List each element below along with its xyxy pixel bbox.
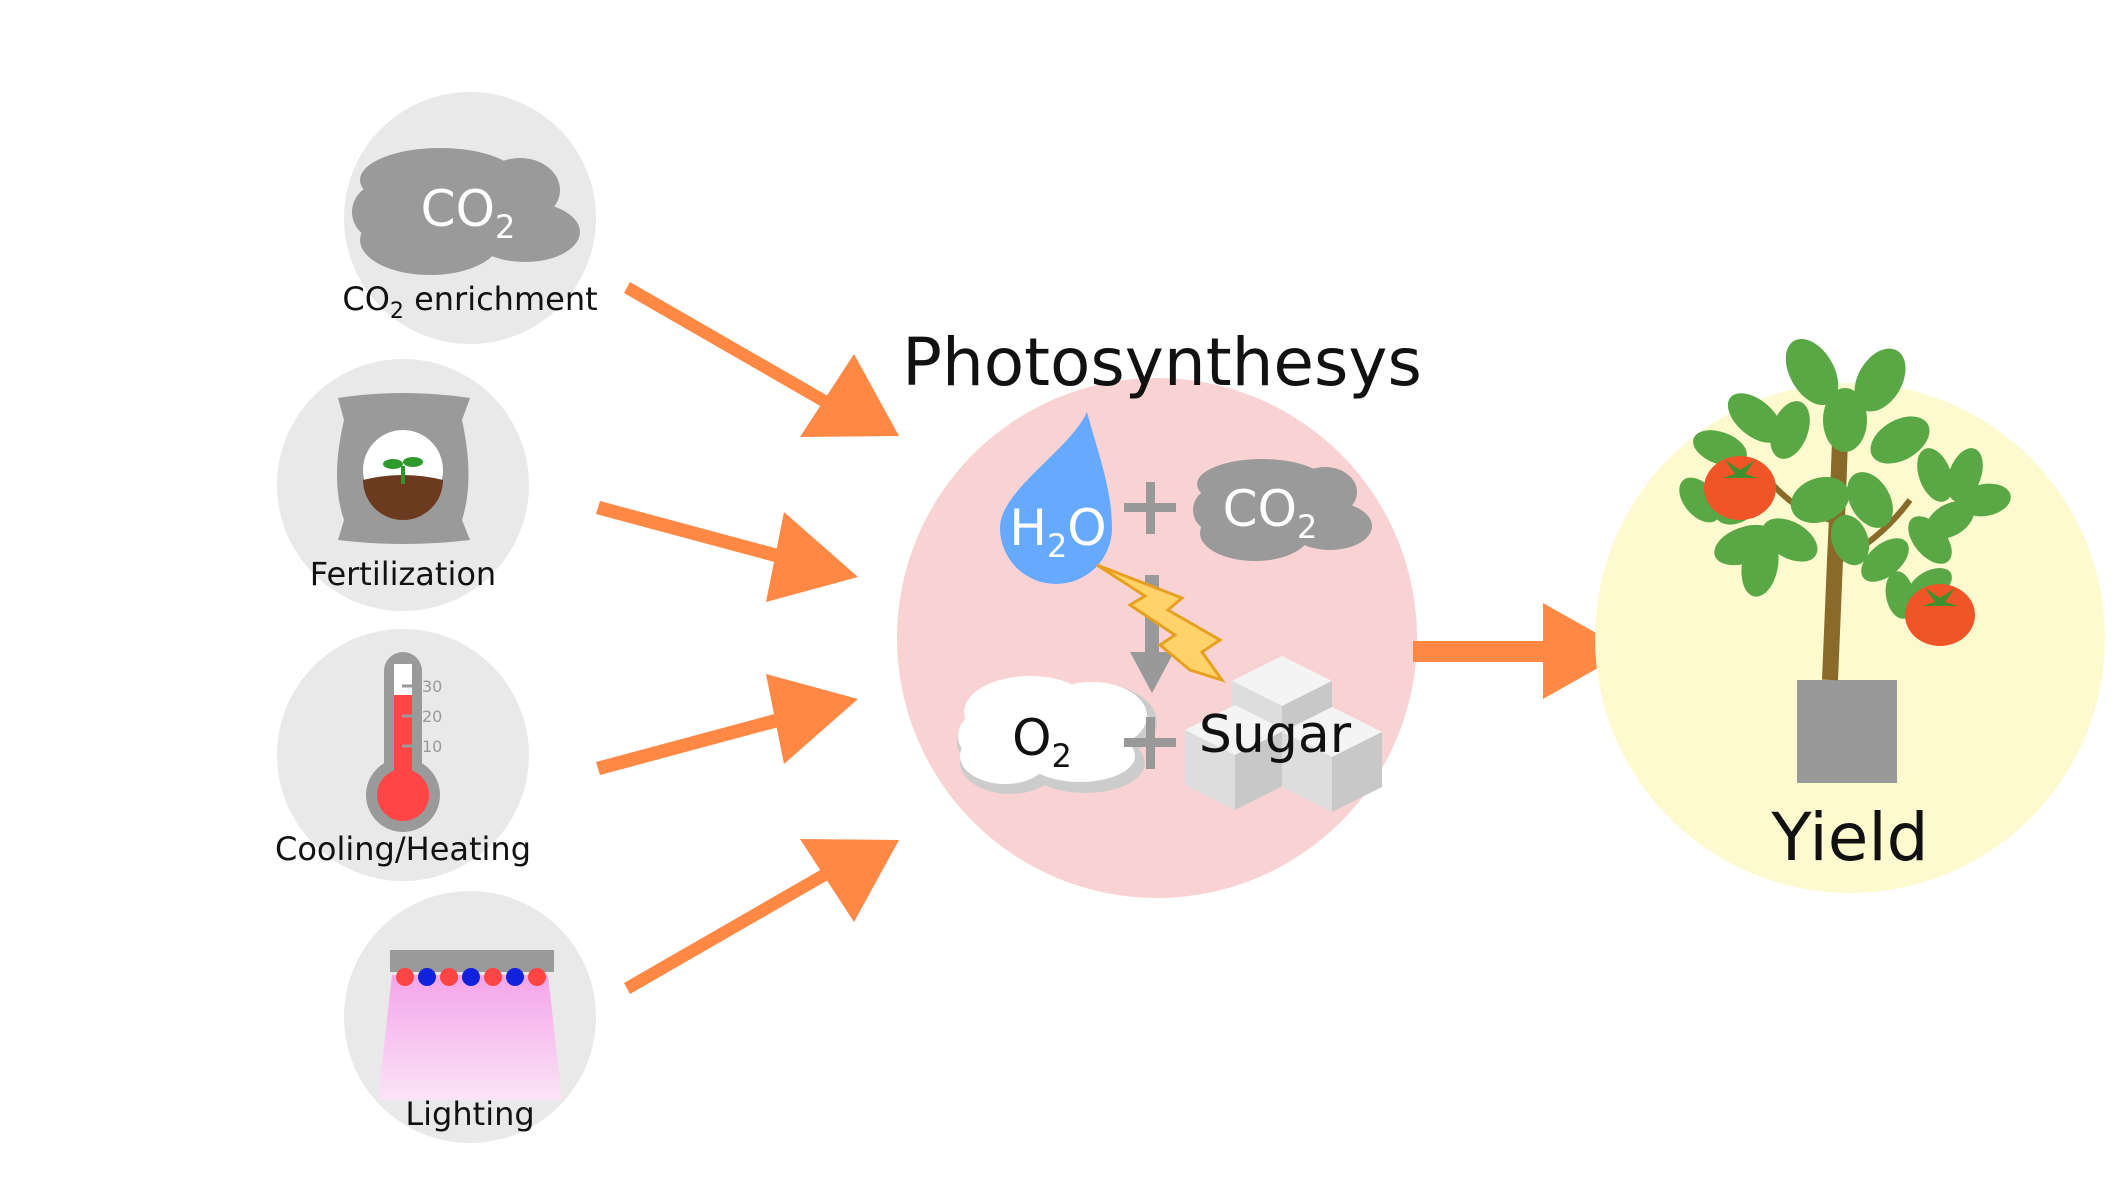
water-drop-icon — [1000, 412, 1112, 584]
co2-cloud-text: CO2 — [421, 180, 516, 246]
temperature-input: 30 20 10 Cooling/Heating — [275, 629, 531, 881]
tomato-left — [1704, 456, 1776, 520]
tomato-right — [1905, 584, 1975, 646]
co2-enrichment-input: CO2 CO2 enrichment — [342, 92, 598, 344]
water-formula: H2O — [1009, 499, 1106, 565]
arrow-lighting-to-process — [624, 839, 899, 994]
o2-cloud-icon — [957, 676, 1157, 794]
fertilizer-bag-icon — [337, 393, 470, 544]
co2-cloud-icon — [352, 148, 580, 275]
arrow-process-to-yield — [1413, 603, 1628, 699]
o2-text: O2 — [1012, 709, 1072, 775]
fertilization-label: Fertilization — [310, 555, 496, 593]
thermometer-tick-20: 20 — [422, 707, 442, 726]
lighting-label: Lighting — [405, 1095, 534, 1133]
plus-top-icon — [1124, 482, 1176, 534]
plant-pot — [1797, 680, 1897, 783]
co2-enrichment-label: CO2 enrichment — [342, 280, 597, 324]
arrow-fertilization-to-process — [596, 501, 858, 602]
lightning-icon — [1096, 563, 1226, 683]
lighting-input: Lighting — [344, 891, 596, 1143]
cooling-heating-label: Cooling/Heating — [275, 830, 531, 868]
thermometer-icon — [366, 652, 440, 832]
sugar-text: Sugar — [1199, 705, 1352, 765]
arrow-co2-to-process — [624, 282, 899, 437]
arrow-temperature-to-process — [596, 674, 858, 775]
plus-bottom-icon — [1124, 717, 1176, 769]
sugar-cubes-icon — [1185, 656, 1382, 812]
yield-label: Yield — [1770, 799, 1928, 876]
photosynthesis-process: Photosynthesys H2O CO2 — [897, 324, 1422, 898]
grow-light-icon — [378, 950, 562, 1100]
co2-process-text: CO2 — [1223, 480, 1318, 546]
co2-cloud-process-icon — [1193, 459, 1372, 561]
process-title: Photosynthesys — [902, 324, 1422, 401]
fertilization-input: Fertilization — [277, 359, 529, 611]
yield-output: Yield — [1595, 338, 2105, 893]
tomato-plant-icon — [1679, 338, 2011, 783]
thermometer-tick-10: 10 — [422, 737, 442, 756]
input-arrows — [596, 282, 899, 994]
thermometer-tick-30: 30 — [422, 677, 442, 696]
